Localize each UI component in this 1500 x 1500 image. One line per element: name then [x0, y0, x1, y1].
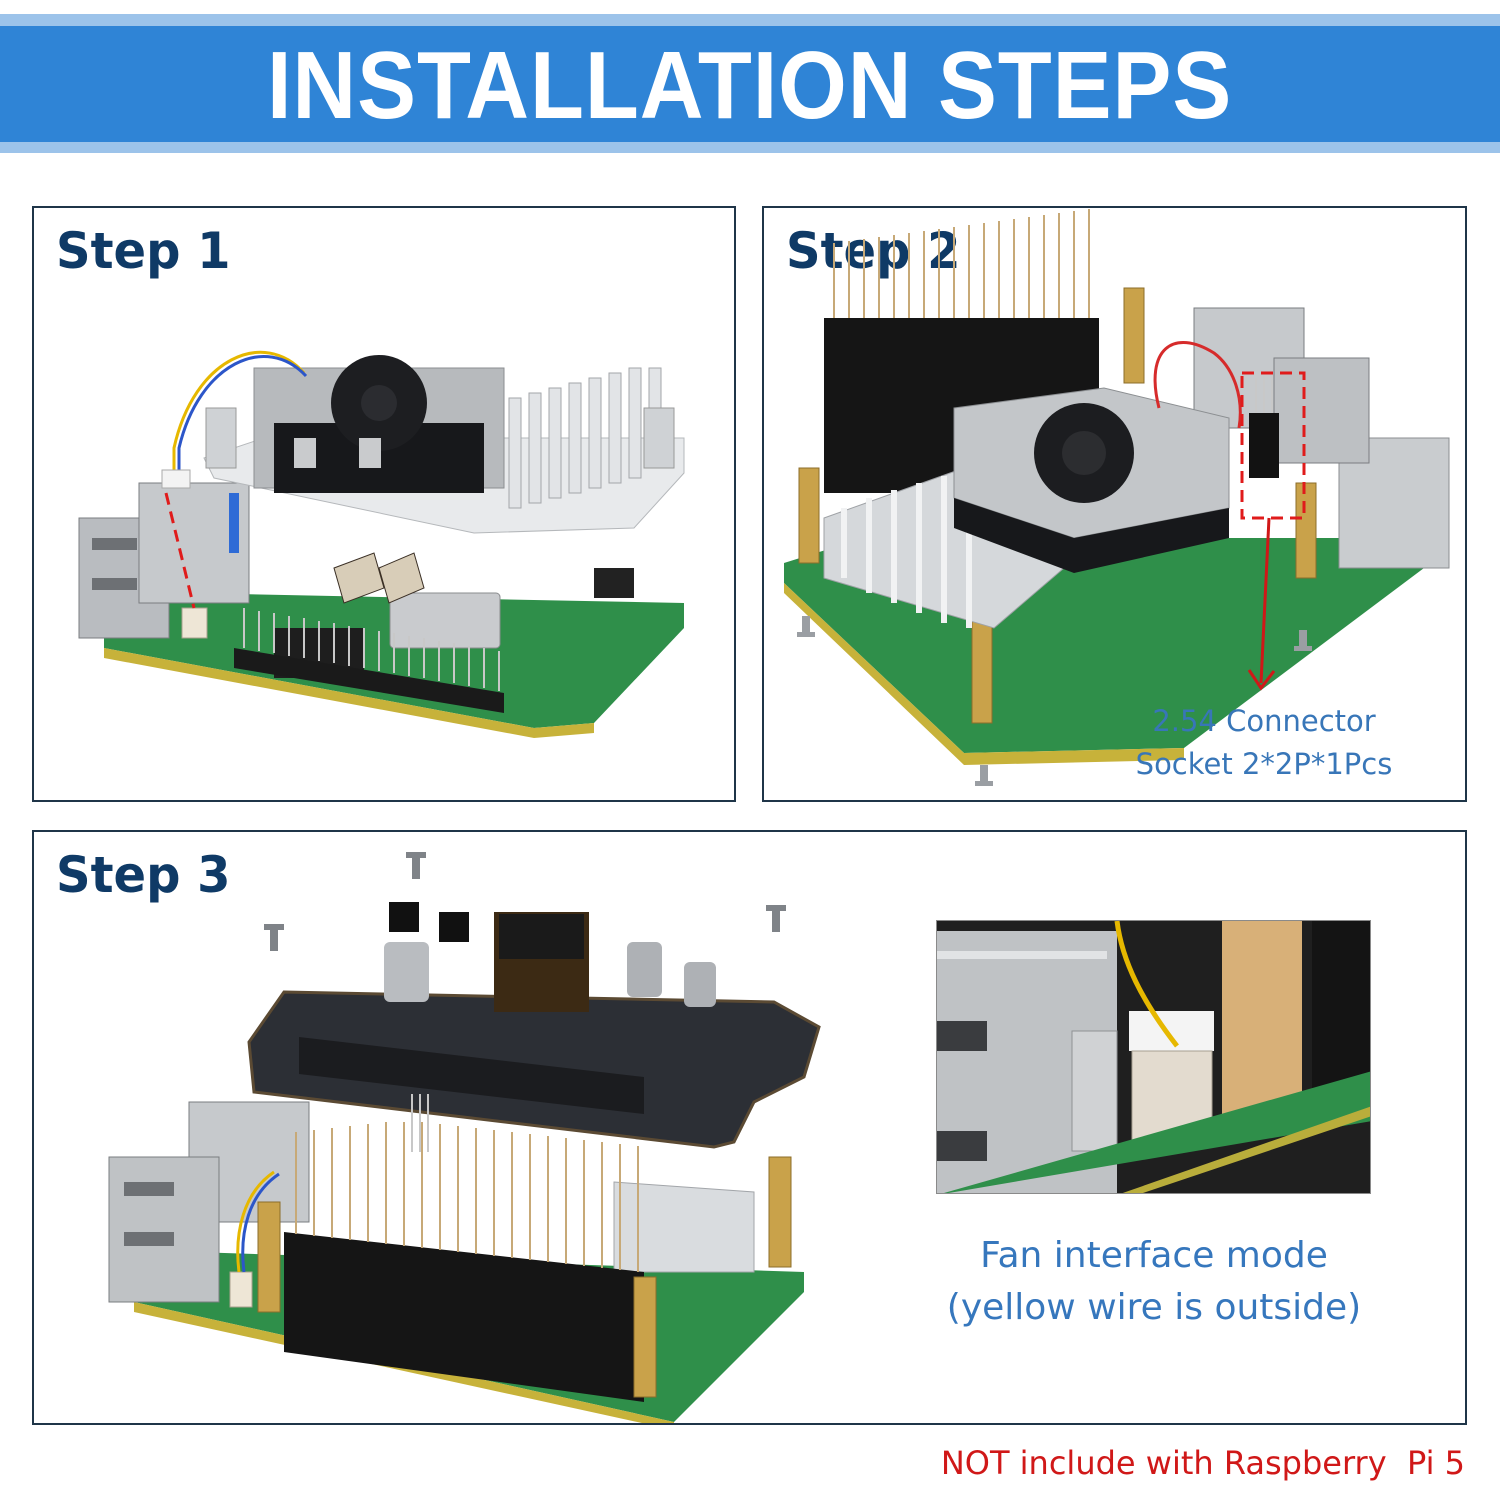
step-3-illustration — [108, 852, 821, 1423]
step-2-title: Step 2 — [786, 222, 961, 280]
fan-connector-closeup — [936, 920, 1371, 1194]
step-1-panel: Step 1 — [32, 206, 736, 802]
step-1-illustration — [78, 350, 685, 738]
step-2-panel: Step 2 — [762, 206, 1467, 802]
title-banner: INSTALLATION STEPS — [0, 14, 1500, 153]
connector-callout-line1: 2.54 Connector — [1152, 704, 1376, 738]
step-3-panel: Step 3 — [32, 830, 1467, 1425]
fan-caption-line1: Fan interface mode — [980, 1235, 1328, 1276]
fan-connector-closeup-illustration — [937, 921, 1370, 1193]
page-title: INSTALLATION STEPS — [267, 32, 1233, 139]
step-3-title: Step 3 — [56, 846, 231, 904]
title-banner-core: INSTALLATION STEPS — [0, 26, 1500, 142]
fan-interface-caption: Fan interface mode (yellow wire is outsi… — [904, 1230, 1404, 1334]
step-2-illustration — [784, 209, 1450, 786]
connector-callout: 2.54 Connector Socket 2*2P*1Pcs — [1104, 700, 1424, 786]
fan-caption-line2: (yellow wire is outside) — [946, 1287, 1362, 1328]
step-1-title: Step 1 — [56, 222, 231, 280]
connector-callout-line2: Socket 2*2P*1Pcs — [1135, 747, 1393, 781]
not-included-note: NOT include with Raspberry Pi 5 — [940, 1444, 1465, 1482]
